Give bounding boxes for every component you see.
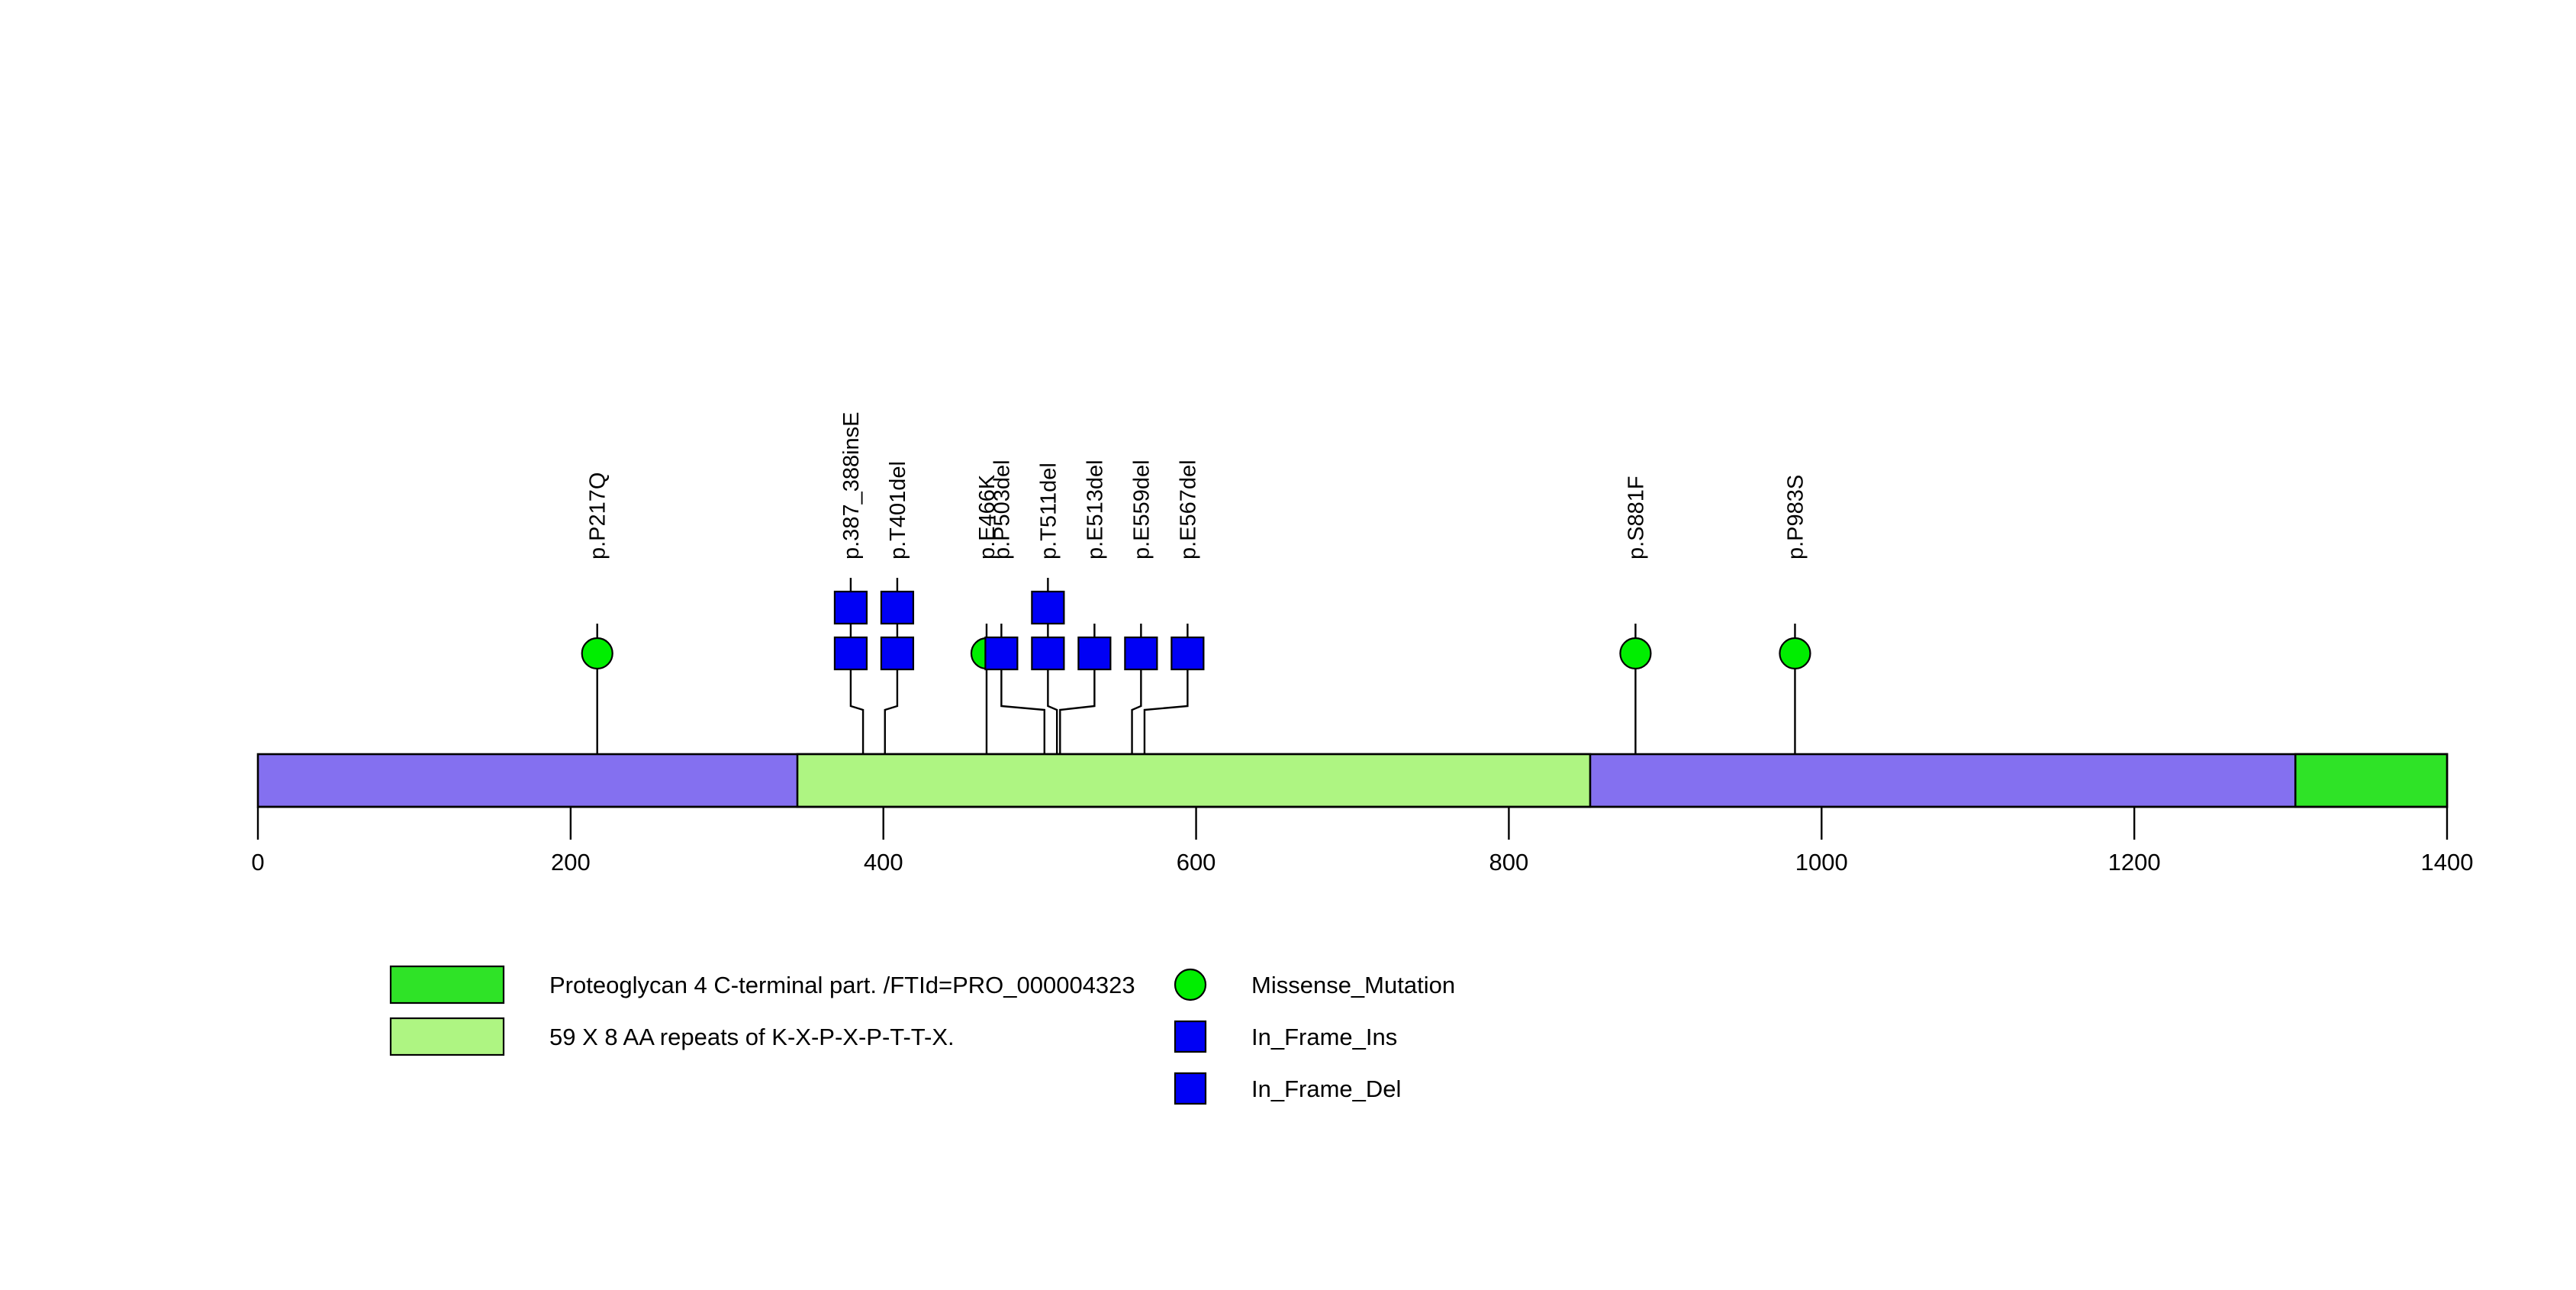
x-axis-tick-label: 800 <box>1489 849 1529 876</box>
x-axis-tick-label: 200 <box>551 849 591 876</box>
legend-domain-label: Proteoglycan 4 C-terminal part. /FTId=PR… <box>549 972 1135 998</box>
x-axis-tick-label: 1000 <box>1795 849 1848 876</box>
mutation-marker[interactable]: p.S881F (Missense_Mutation) <box>1619 637 1652 670</box>
mutation-marker[interactable]: p.E559del (In_Frame_Del) <box>1124 636 1158 671</box>
mutation-labels-layer: p.P217Q p.387_388insE p.T401del p.E466Kp.P5… <box>586 412 1808 560</box>
legend-layer: Proteoglycan 4 C-terminal part. /FTId=PR… <box>389 965 1455 1105</box>
x-axis-tick-label: 0 <box>251 849 264 876</box>
protein-track-layer: 59 X 8 AA repeats of K-X-P-X-P-T-T-X. Pro… <box>256 753 2449 808</box>
mutation-marker[interactable]: p.387_388insE (In_Frame_Ins) <box>833 590 868 625</box>
mutation-marker[interactable]: p.P503del (In_Frame_Del) <box>984 636 1019 671</box>
mutation-marker[interactable]: p.P983S (Missense_Mutation) <box>1779 637 1811 670</box>
mutation-markers-layer: p.P217Q (Missense_Mutation) p.387_388insE… <box>581 590 1811 671</box>
legend-mutation-swatch[interactable] <box>1174 1020 1207 1053</box>
protein-domain-1[interactable]: Proteoglycan 4 C-terminal part. /FTId=PR… <box>2294 753 2449 808</box>
mutation-label: p.P503del <box>990 460 1014 560</box>
mutation-label: p.E513del <box>1083 460 1107 560</box>
legend-mutation-label: In_Frame_Del <box>1251 1076 1401 1102</box>
x-axis-tick-label: 1400 <box>2421 849 2474 876</box>
mutation-marker[interactable]: p.T401del (In_Frame_Del) <box>880 636 915 671</box>
legend-mutation-label: In_Frame_Ins <box>1251 1024 1397 1050</box>
legend-mutation-swatch[interactable] <box>1174 968 1207 1001</box>
mutation-marker[interactable]: p.387_388insE (In_Frame_Ins) <box>833 636 868 671</box>
x-axis-tick-label: 600 <box>1177 849 1216 876</box>
x-axis-layer: 0 200 400 600 800 1000 1200 1400 <box>251 805 2474 876</box>
mutation-label: p.E559del <box>1129 460 1154 560</box>
legend-domain-swatch[interactable] <box>389 965 505 1005</box>
mutation-label: p.T511del <box>1036 463 1061 560</box>
mutation-label: p.T401del <box>886 461 910 560</box>
mutation-label: p.387_388insE <box>839 412 864 560</box>
mutation-label: p.P217Q <box>586 472 610 560</box>
legend-mutation-label: Missense_Mutation <box>1251 972 1455 998</box>
mutation-marker[interactable]: p.T401del (In_Frame_Del) <box>880 590 915 625</box>
mutation-label: p.P983S <box>1783 475 1808 560</box>
legend-domain-swatch[interactable] <box>389 1017 505 1056</box>
mutation-marker[interactable]: p.E513del (In_Frame_Del) <box>1077 636 1112 671</box>
mutation-label: p.S881F <box>1624 476 1648 560</box>
legend-domain-label: 59 X 8 AA repeats of K-X-P-X-P-T-T-X. <box>549 1024 955 1050</box>
mutation-marker[interactable]: p.P217Q (Missense_Mutation) <box>581 637 613 670</box>
protein-domain-0[interactable]: 59 X 8 AA repeats of K-X-P-X-P-T-T-X. <box>796 753 1592 808</box>
mutation-marker[interactable]: p.T511del (In_Frame_Del) <box>1031 590 1065 625</box>
x-axis-tick-label: 1200 <box>2108 849 2161 876</box>
x-axis-tick-label: 400 <box>864 849 903 876</box>
mutation-marker[interactable]: p.T511del (In_Frame_Del) <box>1031 636 1065 671</box>
mutation-label: p.E466K <box>975 474 1000 560</box>
mutation-label: p.E567del <box>1176 460 1200 560</box>
legend-mutation-swatch[interactable] <box>1174 1072 1207 1105</box>
mutation-marker[interactable]: p.E567del (In_Frame_Del) <box>1170 636 1205 671</box>
